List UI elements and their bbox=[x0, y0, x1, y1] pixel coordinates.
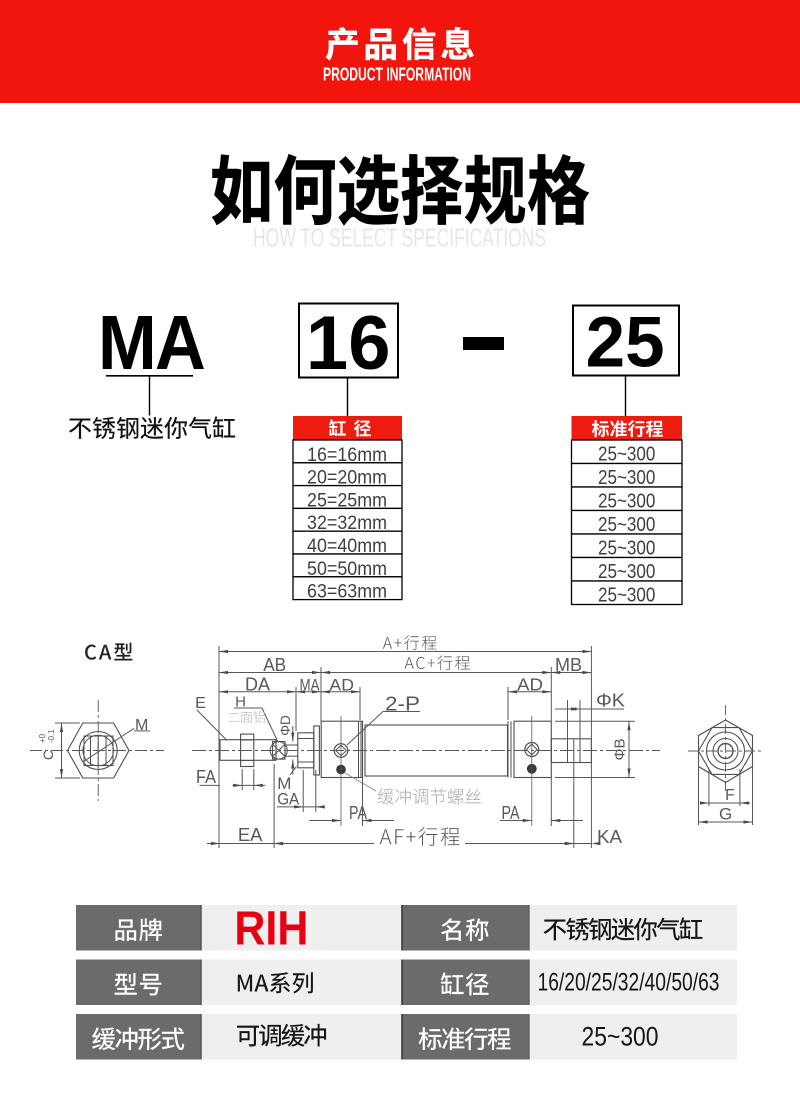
svg-text:25~300: 25~300 bbox=[598, 584, 656, 607]
svg-text:25~300: 25~300 bbox=[598, 466, 656, 489]
svg-text:F: F bbox=[725, 787, 734, 804]
svg-text:25~300: 25~300 bbox=[582, 1022, 659, 1052]
svg-text:25=25mm: 25=25mm bbox=[307, 489, 387, 511]
svg-text:16/20/25/32/40/50/63: 16/20/25/32/40/50/63 bbox=[538, 969, 720, 997]
svg-text:ΦB: ΦB bbox=[612, 739, 629, 761]
svg-text:AB: AB bbox=[263, 654, 286, 675]
svg-text:AD: AD bbox=[517, 674, 543, 694]
svg-text:63=63mm: 63=63mm bbox=[307, 581, 387, 603]
svg-text:25~300: 25~300 bbox=[598, 443, 656, 466]
svg-text:AD: AD bbox=[329, 676, 354, 694]
svg-text:DA: DA bbox=[245, 674, 270, 694]
svg-text:GA: GA bbox=[277, 789, 300, 808]
svg-text:ΦD: ΦD bbox=[278, 715, 293, 736]
svg-text:E: E bbox=[195, 695, 206, 712]
svg-text:G: G bbox=[719, 804, 732, 823]
svg-text:RIH: RIH bbox=[234, 902, 308, 956]
svg-text:32=32mm: 32=32mm bbox=[307, 512, 387, 534]
svg-text:25~300: 25~300 bbox=[598, 513, 656, 536]
svg-text:2-P: 2-P bbox=[385, 694, 420, 716]
svg-text:16=16mm: 16=16mm bbox=[307, 444, 387, 466]
svg-text:C: C bbox=[40, 750, 56, 760]
svg-text:MA: MA bbox=[98, 300, 204, 386]
svg-text:KA: KA bbox=[597, 827, 622, 847]
svg-text:+0: +0 bbox=[38, 733, 47, 743]
svg-text:25~300: 25~300 bbox=[598, 537, 656, 560]
svg-text:40=40mm: 40=40mm bbox=[307, 535, 387, 557]
svg-text:-0.1: -0.1 bbox=[47, 729, 56, 743]
svg-text:H: H bbox=[235, 694, 246, 711]
svg-text:25: 25 bbox=[586, 303, 665, 382]
svg-text:PRODUCT INFORMATION: PRODUCT INFORMATION bbox=[323, 65, 471, 85]
svg-text:MB: MB bbox=[555, 655, 582, 675]
svg-text:16: 16 bbox=[306, 301, 391, 386]
svg-text:50=50mm: 50=50mm bbox=[307, 558, 387, 580]
svg-text:HOW TO SELECT SPECIFICATIONS: HOW TO SELECT SPECIFICATIONS bbox=[253, 222, 546, 252]
svg-text:M: M bbox=[135, 717, 148, 734]
svg-text:25~300: 25~300 bbox=[598, 560, 656, 583]
svg-text:EA: EA bbox=[238, 825, 263, 845]
svg-text:20=20mm: 20=20mm bbox=[307, 467, 387, 489]
svg-text:PA: PA bbox=[502, 803, 520, 823]
svg-text:25~300: 25~300 bbox=[598, 490, 656, 513]
svg-text:M: M bbox=[277, 774, 291, 793]
svg-text:ΦK: ΦK bbox=[596, 691, 625, 711]
svg-text:MA: MA bbox=[300, 676, 320, 694]
svg-text:FA: FA bbox=[196, 767, 216, 787]
